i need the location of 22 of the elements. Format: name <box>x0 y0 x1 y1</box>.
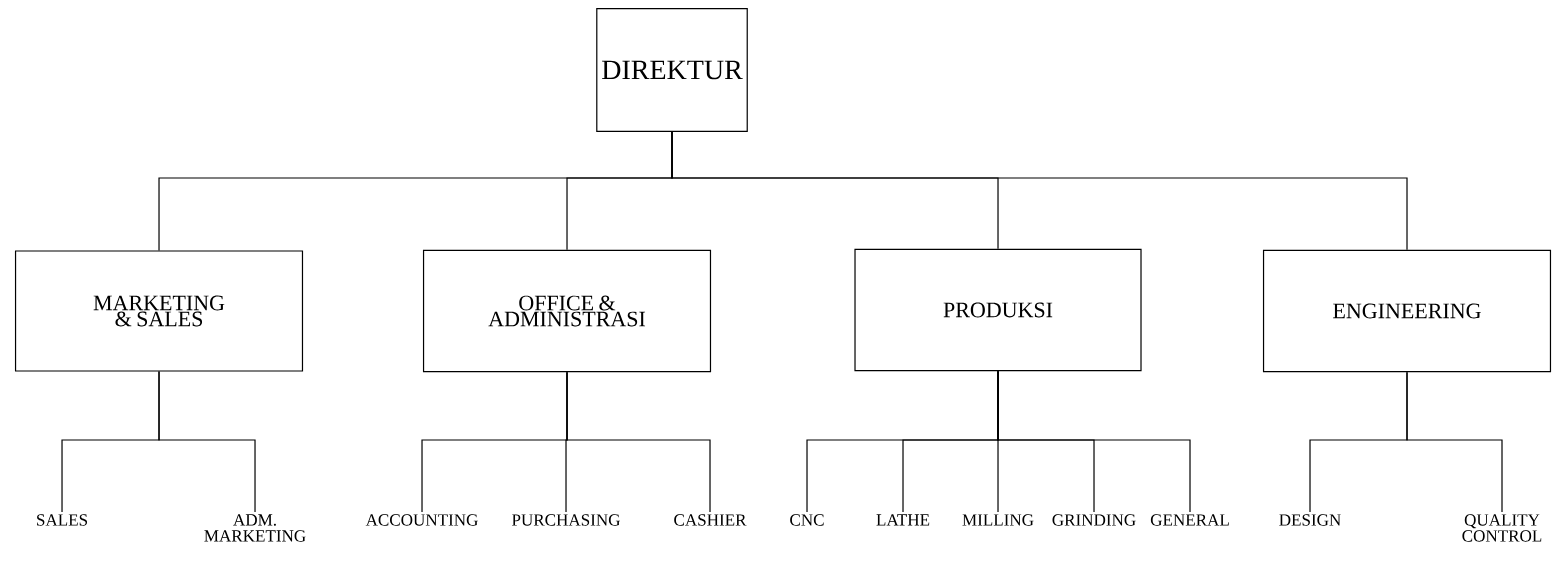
unit-label: GRINDING <box>1052 514 1136 526</box>
org-box: PRODUKSI <box>854 248 1142 372</box>
connector-line <box>671 131 1408 251</box>
unit-label: QUALITY CONTROL <box>1462 514 1542 542</box>
unit-label: LATHE <box>876 514 930 526</box>
unit-label: MILLING <box>962 514 1034 526</box>
connector-line <box>566 371 711 513</box>
connector-line <box>1406 371 1503 513</box>
org-box: DIREKTUR <box>596 7 748 133</box>
unit-label: GENERAL <box>1150 514 1229 526</box>
unit-label: CNC <box>790 514 824 526</box>
org-box: OFFICE & ADMINISTRASI <box>422 249 712 373</box>
connector-line <box>997 370 1191 513</box>
unit-label: SALES <box>37 514 88 526</box>
unit-label: CASHIER <box>674 514 747 526</box>
connector-line <box>158 371 256 513</box>
unit-label: ACCOUNTING <box>365 514 478 526</box>
unit-label: PURCHASING <box>512 514 620 526</box>
unit-label: ADM. MARKETING <box>204 514 306 542</box>
unit-label: DESIGN <box>1279 514 1341 526</box>
org-box: ENGINEERING <box>1262 249 1552 373</box>
org-box: MARKETING & SALES <box>14 250 304 372</box>
